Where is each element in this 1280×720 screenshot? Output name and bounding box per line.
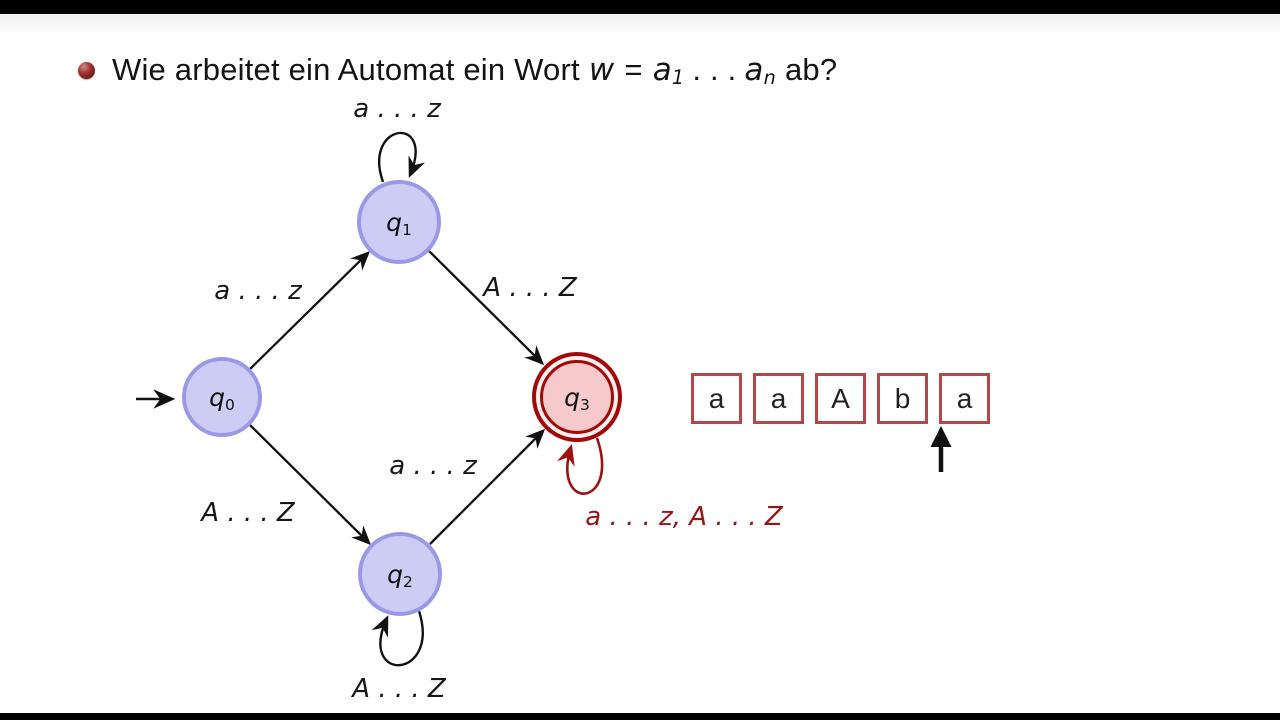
tape-cell-1: a [691,373,742,424]
label-loop-q2: A . . . Z [352,674,446,704]
ball-bullet-icon [78,61,95,79]
title-math-w: w [588,52,615,88]
state-q2: q2 [358,532,442,616]
slide-top-gradient [0,14,1280,32]
state-q1: q1 [357,180,441,264]
loop-q3 [557,437,604,495]
label-edge-q1-q3: A . . . Z [483,273,577,303]
state-q2-label: q2 [387,559,413,591]
state-q3-inner-ring: q3 [540,360,614,434]
state-q3-label: q3 [564,382,590,414]
state-q0-label: q0 [209,382,235,414]
state-q0: q0 [182,357,262,437]
letterbox-bar-bottom [0,713,1280,720]
title-dots: . . . [692,52,737,87]
title-suffix: ab? [784,52,838,87]
title-prefix: Wie arbeitet ein Automat ein Wort [112,52,580,87]
tape-cell-2: a [753,373,804,424]
state-q3-accepting: q3 [532,352,622,442]
label-edge-q2-q3: a . . . z [389,451,477,481]
title-math-a1: a1 [652,52,685,90]
label-loop-q1: a . . . z [353,94,441,124]
input-tape: a a A b a [691,373,990,424]
label-edge-q0-q2: A . . . Z [201,498,295,528]
tape-cell-3: A [815,373,866,424]
tape-cell-5: a [939,373,990,424]
edge-q1-q3 [428,250,545,366]
label-loop-q3: a . . . z, A . . . Z [585,502,783,532]
loop-q1 [378,131,426,183]
tape-head-arrow [930,426,952,472]
tape-cell-4: b [877,373,928,424]
title-equals: = [624,52,643,87]
state-q1-label: q1 [386,207,412,239]
edge-q2-q3 [429,428,546,545]
title-math-an: an [744,52,776,90]
letterbox-bar-top [0,0,1280,14]
edge-q0-q2 [249,424,372,546]
edge-q0-q1 [249,250,371,370]
loop-q2 [371,610,424,667]
label-edge-q0-q1: a . . . z [214,276,302,306]
